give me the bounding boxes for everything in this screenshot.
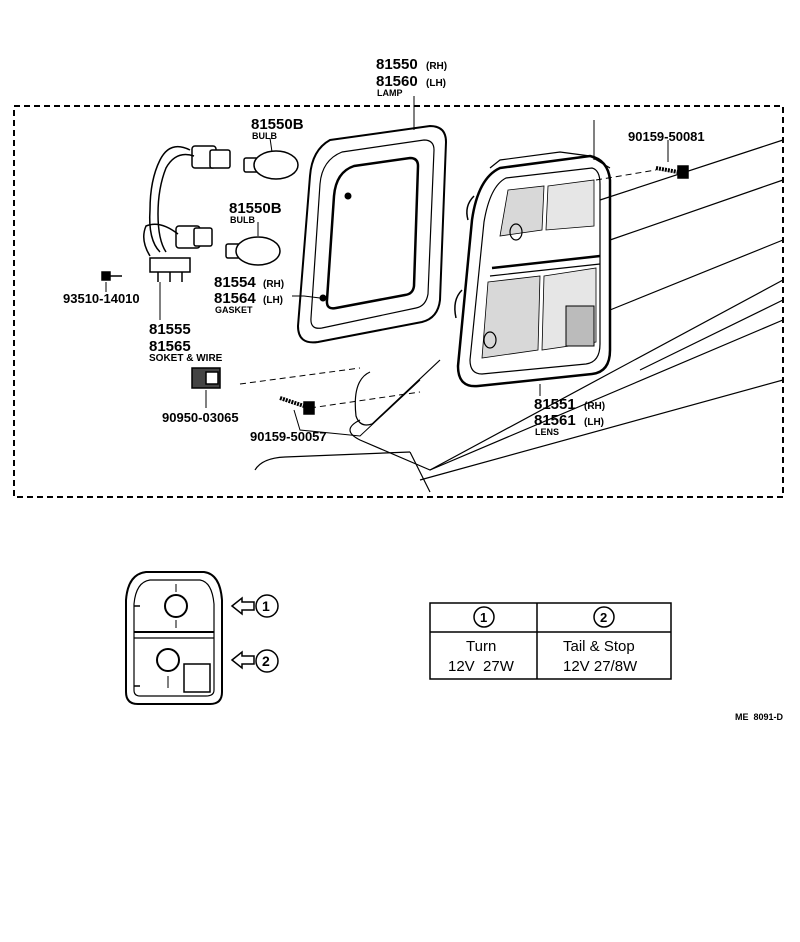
svg-text:GASKET: GASKET xyxy=(215,305,253,315)
diagram-code: ME 8091-D xyxy=(735,712,784,722)
svg-text:1: 1 xyxy=(262,598,270,614)
svg-text:81550: 81550 xyxy=(376,56,418,73)
table-header-1: 1 xyxy=(473,606,495,628)
label-gasket: 81554 (RH) 81564 (LH) GASKET xyxy=(214,274,284,315)
label-bulb-mid: 81550B BULB xyxy=(229,200,282,225)
svg-text:SOKET & WIRE: SOKET & WIRE xyxy=(149,353,223,364)
svg-text:81555: 81555 xyxy=(149,321,191,338)
svg-text:81550B: 81550B xyxy=(229,200,282,217)
svg-text:1: 1 xyxy=(480,610,487,625)
screw-bottom-drawing xyxy=(279,396,315,415)
table-header-2: 2 xyxy=(593,606,615,628)
vehicle-body xyxy=(254,139,784,493)
svg-text:90950-03065: 90950-03065 xyxy=(162,410,239,425)
svg-text:(LH): (LH) xyxy=(263,295,283,306)
bulb-mid-drawing xyxy=(225,236,281,266)
svg-text:90159-50081: 90159-50081 xyxy=(628,129,705,144)
label-lens: 81551 (RH) 81561 (LH) LENS xyxy=(534,396,605,437)
label-lamp: 81550 (RH) 81560 (LH) LAMP xyxy=(376,56,447,98)
svg-text:81560: 81560 xyxy=(376,73,418,90)
svg-text:81554: 81554 xyxy=(214,274,256,291)
svg-text:(RH): (RH) xyxy=(584,401,605,412)
label-screw-bottom: 90159-50057 xyxy=(250,429,327,444)
svg-text:BULB: BULB xyxy=(230,215,255,225)
lamp-front-view xyxy=(125,571,223,705)
nut-drawing xyxy=(191,367,221,389)
svg-text:90159-50057: 90159-50057 xyxy=(250,429,327,444)
svg-text:(RH): (RH) xyxy=(426,61,447,72)
screw-top-drawing xyxy=(655,165,689,179)
dashed-frame xyxy=(13,105,784,498)
svg-text:(RH): (RH) xyxy=(263,279,284,290)
label-clip: 93510-14010 xyxy=(63,291,140,306)
svg-text:93510-14010: 93510-14010 xyxy=(63,291,140,306)
svg-text:2: 2 xyxy=(262,653,270,669)
socket-wire-drawing xyxy=(143,145,231,282)
svg-text:BULB: BULB xyxy=(252,131,277,141)
label-socket: 81555 81565 SOKET & WIRE xyxy=(149,321,223,364)
table-cell-spec-1: 12V 27W xyxy=(448,658,515,675)
leader-lines xyxy=(105,96,669,437)
svg-text:81550B: 81550B xyxy=(251,116,304,133)
clip-drawing xyxy=(101,271,122,281)
svg-text:81561: 81561 xyxy=(534,412,576,429)
svg-text:2: 2 xyxy=(600,610,607,625)
bulb-spec-table: 1 2 Turn Tail & Stop 12V 27W 12V 27/8W xyxy=(429,602,672,680)
table-cell-function-2: Tail & Stop xyxy=(563,638,635,655)
svg-text:81564: 81564 xyxy=(214,290,256,307)
gasket-drawing xyxy=(296,124,448,344)
svg-text:LAMP: LAMP xyxy=(377,88,403,98)
table-cell-function-1: Turn xyxy=(466,638,496,655)
arrow-marker-2: 2 xyxy=(230,649,279,673)
table-cell-spec-2: 12V 27/8W xyxy=(563,658,638,675)
arrow-marker-1: 1 xyxy=(230,594,279,618)
lens-drawing xyxy=(454,151,612,388)
svg-text:(LH): (LH) xyxy=(426,78,446,89)
svg-text:(LH): (LH) xyxy=(584,417,604,428)
svg-text:81551: 81551 xyxy=(534,396,576,413)
svg-text:81565: 81565 xyxy=(149,338,191,355)
bulb-top-drawing xyxy=(243,150,299,180)
label-bulb-top: 81550B BULB xyxy=(251,116,304,141)
svg-text:LENS: LENS xyxy=(535,427,559,437)
label-nut: 90950-03065 xyxy=(162,410,239,425)
label-screw-top: 90159-50081 xyxy=(628,129,705,144)
